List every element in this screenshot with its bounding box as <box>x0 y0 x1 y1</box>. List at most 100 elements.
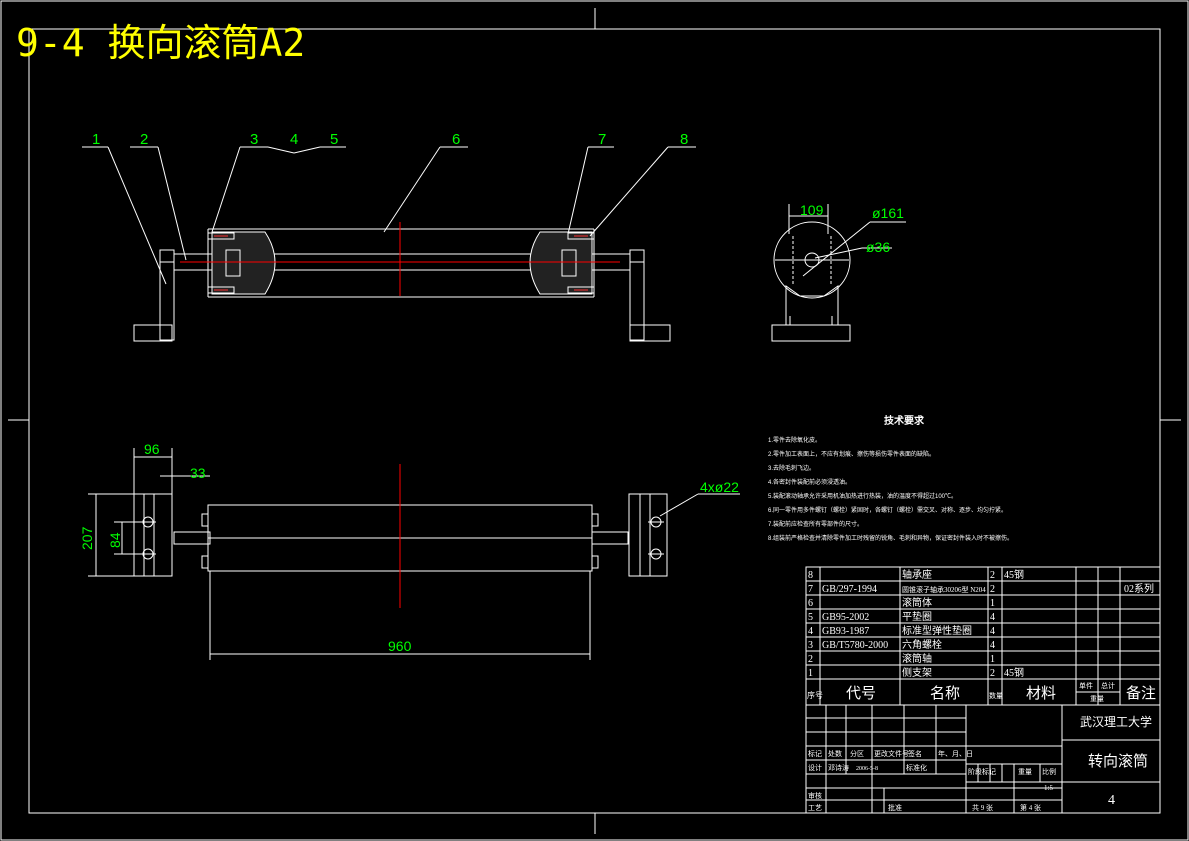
tb-sheets: 共 9 张 <box>972 803 993 812</box>
bom-material: 45钢 <box>1004 568 1024 581</box>
centering-marks <box>8 8 1181 834</box>
bom-note: 02系列 <box>1124 582 1154 595</box>
tech-note: 3.去除毛刺飞边。 <box>768 464 815 472</box>
tb-audit: 审核 <box>808 791 822 800</box>
tb-docno: 更改文件号 <box>874 749 909 758</box>
balloon-8: 8 <box>680 131 688 148</box>
bom-no: 3 <box>808 640 813 651</box>
dim-holes: 4xø22 <box>700 479 739 495</box>
tb-weight: 重量 <box>1018 768 1032 776</box>
bom-name: 平垫圈 <box>902 610 932 623</box>
balloon-2: 2 <box>140 131 148 148</box>
balloon-7: 7 <box>598 131 606 148</box>
bom-header-name: 名称 <box>930 685 960 702</box>
tb-designer: 邓诗涛 <box>828 763 849 772</box>
dim-bolt-spacing: 84 <box>107 532 123 548</box>
bom-name: 六角螺栓 <box>902 638 942 651</box>
bom-name: 侧支架 <box>902 666 932 679</box>
tech-note: 6.同一零件用多件螺钉（螺栓）紧固时，各螺钉（螺栓）需交叉、对称、逐步、均匀拧紧… <box>768 506 1007 514</box>
bom-name: 标准型弹性垫圈 <box>902 624 972 637</box>
bom-qty: 1 <box>990 598 995 609</box>
bom-qty: 4 <box>990 640 995 651</box>
balloon-5: 5 <box>330 131 338 148</box>
titleblock-text: 武汉理工大学 转向滚筒 4 标记 处数 分区 更改文件号 签名 年、月、日 设计… <box>808 714 1152 812</box>
bom-no: 1 <box>808 668 813 679</box>
bom-header-note: 备注 <box>1126 685 1156 702</box>
tech-note: 1.零件去除氧化皮。 <box>768 436 821 444</box>
bom-code: GB/297-1994 <box>822 584 877 595</box>
side-view <box>771 221 851 342</box>
bom-no: 2 <box>808 654 813 665</box>
bom-name: 圆锥滚子轴承30206型 N204 <box>902 585 986 594</box>
balloon-labels: 1 2 3 4 5 6 7 8 <box>92 131 688 148</box>
leader-lines <box>82 146 696 285</box>
tb-design-date: 2006-5-8 <box>856 766 878 772</box>
bom-qty: 2 <box>990 668 995 679</box>
tb-zone: 分区 <box>850 749 864 758</box>
bom-no: 4 <box>808 626 813 637</box>
bom-no: 8 <box>808 570 813 581</box>
dim-outer-dia: ø161 <box>872 205 904 221</box>
tb-scale: 比例 <box>1042 767 1056 776</box>
dim-base-width: 96 <box>144 441 160 457</box>
tb-design: 设计 <box>808 763 822 772</box>
tb-drawing-number: 4 <box>1108 793 1115 808</box>
titleblock-grid <box>805 704 1161 814</box>
bom-code: GB93-1987 <box>822 626 869 637</box>
bom-material: 45钢 <box>1004 666 1024 679</box>
bom-header-material: 材料 <box>1026 685 1056 702</box>
dim-length: 960 <box>388 638 412 654</box>
tb-standardization: 标准化 <box>906 763 927 772</box>
bom-header-code: 代号 <box>846 685 876 702</box>
tb-drawing-name: 转向滚筒 <box>1088 753 1148 770</box>
balloon-6: 6 <box>452 131 460 148</box>
tech-note: 8.组装前严格检查并清除零件加工时残留的锐角、毛刺和异物，保证密封件装入时不被擦… <box>768 534 1013 542</box>
bom-header-weight: 重量 <box>1090 695 1104 703</box>
tb-count: 处数 <box>828 749 842 758</box>
drawing-title: 9-4 换向滚筒A2 <box>16 21 305 65</box>
technical-requirements: 技术要求 1.零件去除氧化皮。 2.零件加工表面上，不应有划痕、擦伤等损伤零件表… <box>768 414 1013 542</box>
bom-no: 6 <box>808 598 813 609</box>
bom-no: 7 <box>808 584 813 595</box>
tb-date: 年、月、日 <box>938 749 973 758</box>
side-dimension-lines <box>788 204 906 277</box>
balloon-1: 1 <box>92 131 100 148</box>
tb-stage: 阶段标记 <box>968 767 996 776</box>
bom-qty: 4 <box>990 626 995 637</box>
bom-header: 序号 代号 名称 数量 材料 单件 总计 重量 备注 <box>807 681 1156 703</box>
dim-side-width: 109 <box>800 202 824 218</box>
bom-name: 滚筒体 <box>902 596 932 609</box>
tb-approve: 批准 <box>888 803 902 812</box>
bom-header-qty: 数量 <box>989 691 1003 700</box>
front-view <box>133 228 671 342</box>
tech-note: 2.零件加工表面上，不应有划痕、擦伤等损伤零件表面的缺陷。 <box>768 450 935 458</box>
tb-process: 工艺 <box>808 804 822 812</box>
tech-note: 4.各密封件装配前必须浸透油。 <box>768 478 851 486</box>
bom-header-unit: 单件 <box>1079 681 1093 690</box>
tb-mark: 标记 <box>808 749 822 758</box>
bom-qty: 2 <box>990 584 995 595</box>
front-centerlines <box>180 222 620 296</box>
balloon-4: 4 <box>290 131 298 148</box>
tb-school: 武汉理工大学 <box>1080 714 1152 729</box>
dim-height: 207 <box>79 526 95 550</box>
bom-name: 轴承座 <box>902 568 932 581</box>
bom-header-total: 总计 <box>1101 681 1115 690</box>
dim-offset: 33 <box>190 465 206 481</box>
bom-no: 5 <box>808 612 813 623</box>
tech-note: 7.装配前应检查所有零部件的尺寸。 <box>768 520 863 528</box>
bom-header-no: 序号 <box>807 690 823 700</box>
tech-note: 5.装配滚动轴承允许采用机油加热进行热装，油的温度不得超过100℃。 <box>768 492 957 500</box>
bom-code: GB95-2002 <box>822 612 869 623</box>
tb-scale-value: 1:5 <box>1044 784 1053 792</box>
dim-inner-dia: ø36 <box>866 239 890 255</box>
bom-qty: 2 <box>990 570 995 581</box>
bom-name: 滚筒轴 <box>902 652 932 665</box>
tb-sign: 签名 <box>908 749 922 758</box>
bom-rows: 8 轴承座 2 45钢 7 GB/297-1994 圆锥滚子轴承30206型 N… <box>808 568 1154 679</box>
tb-sheet: 第 4 张 <box>1020 803 1041 812</box>
bom-code: GB/T5780-2000 <box>822 640 888 651</box>
tech-heading: 技术要求 <box>884 414 925 427</box>
